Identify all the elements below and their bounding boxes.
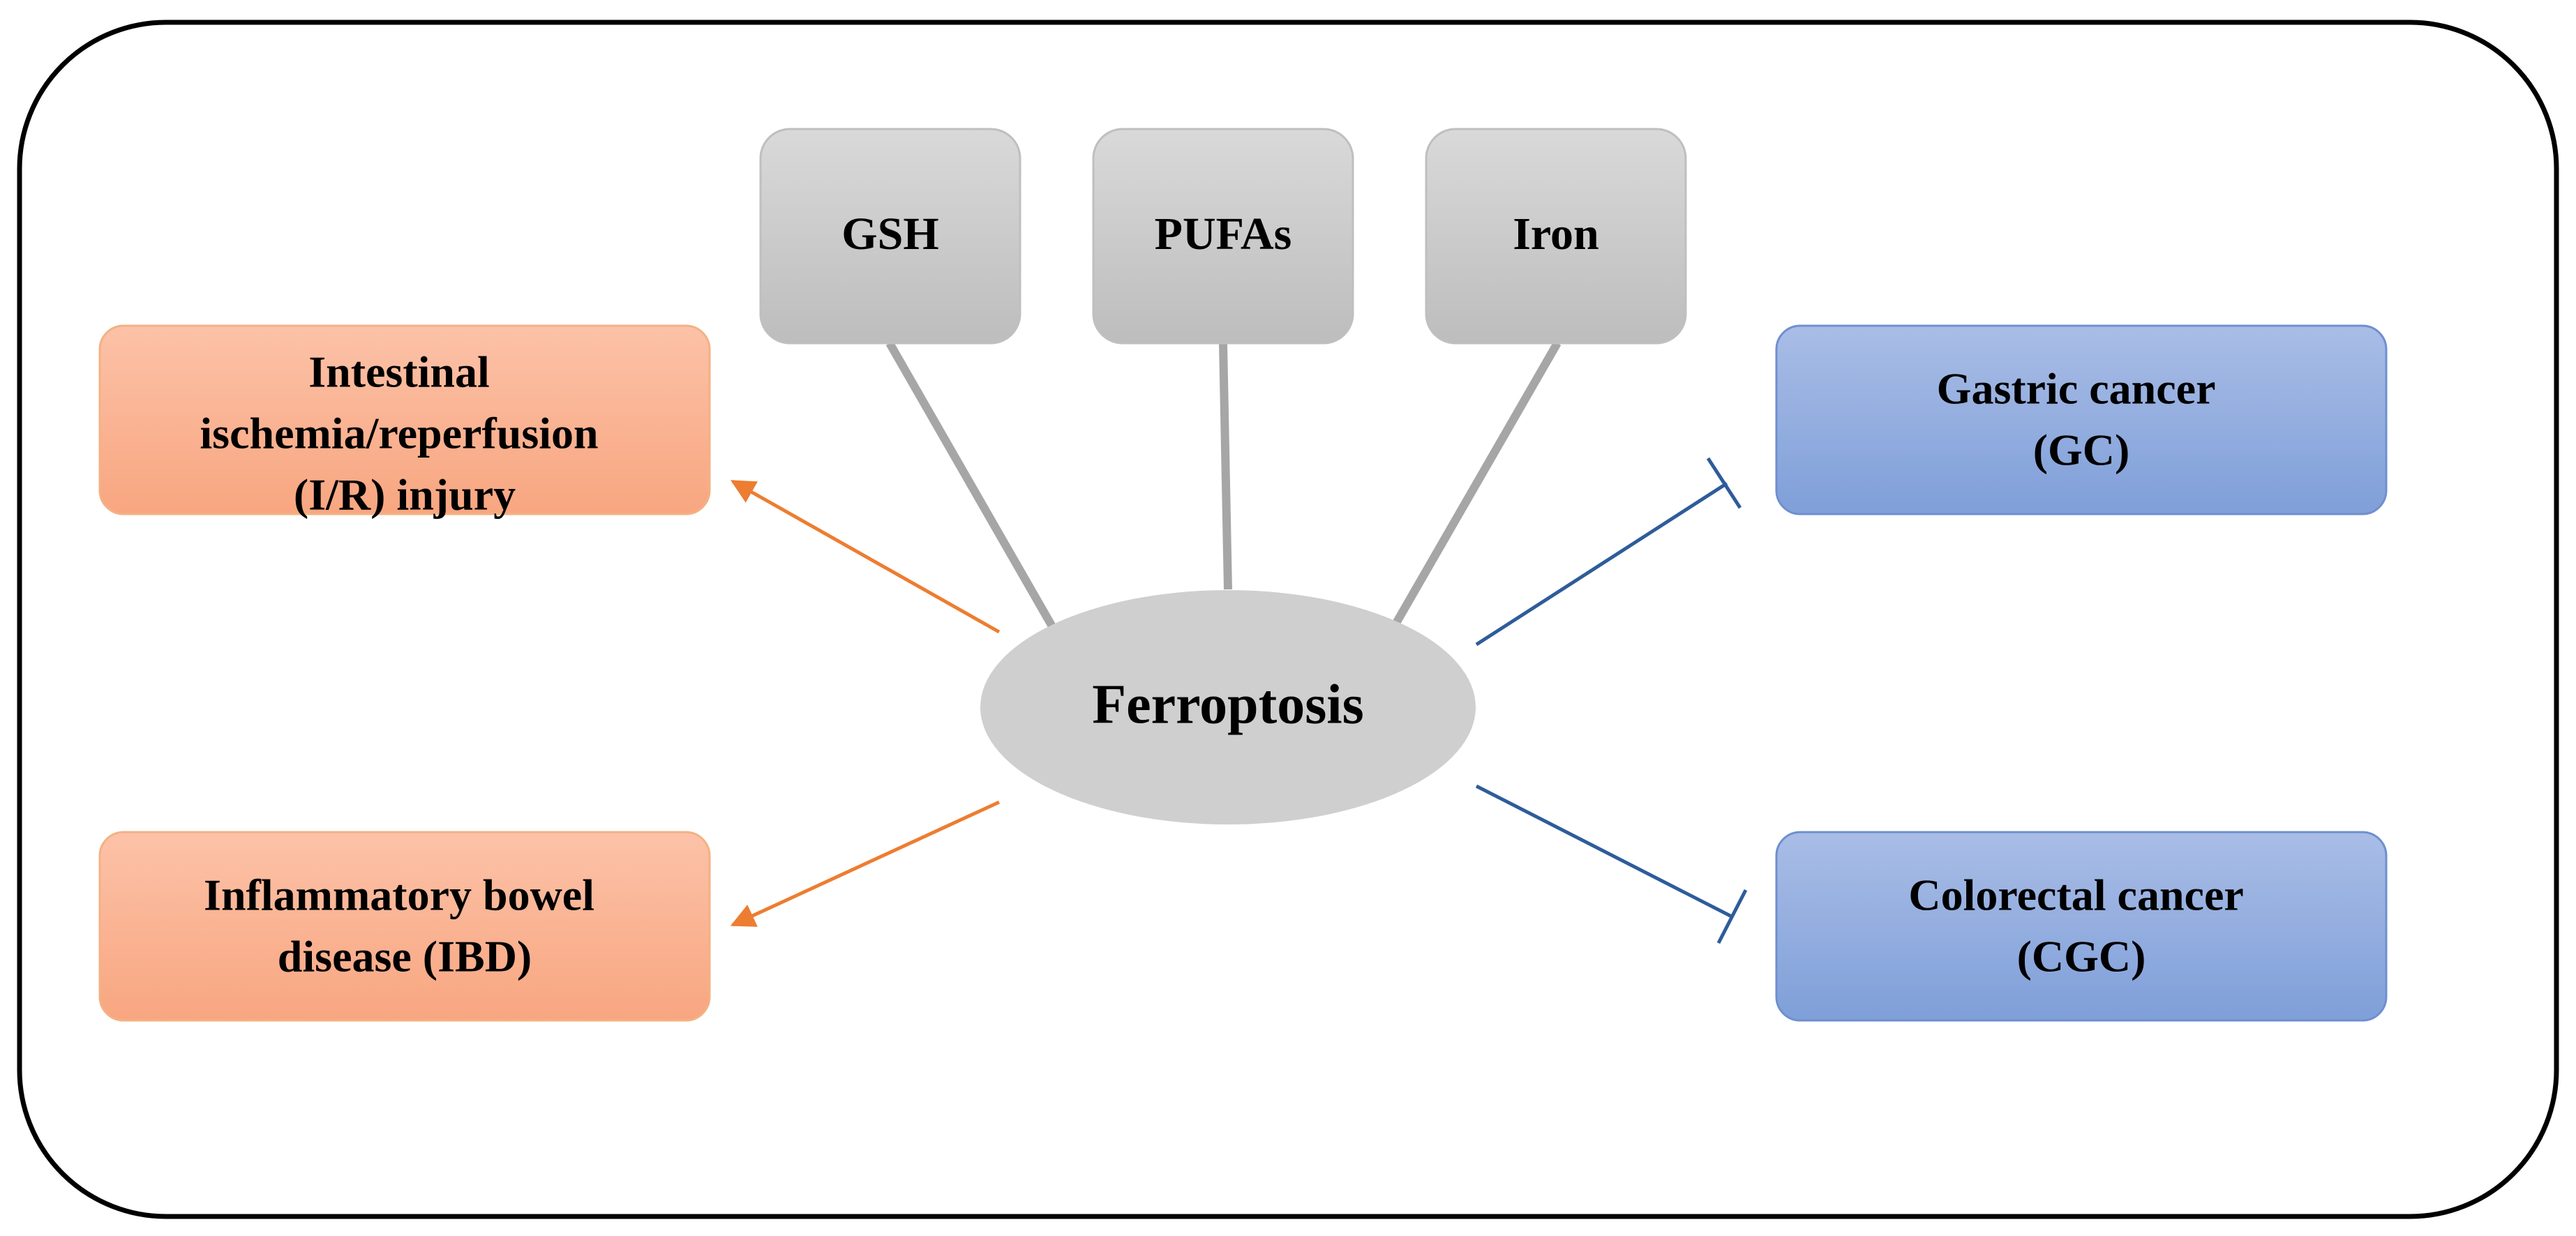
colorectal-cancer-line-1: Colorectal cancer bbox=[1908, 871, 2243, 920]
disease-gastric-cancer: Gastric cancer (GC) bbox=[1775, 324, 2388, 515]
inhibit-gastric-cancer bbox=[1475, 457, 1742, 647]
intestinal-ir-injury-line-3: (I/R) injury bbox=[294, 470, 516, 520]
gastric-cancer-line-1: Gastric cancer bbox=[1937, 364, 2215, 414]
ibd-line-1: Inflammatory bowel bbox=[204, 871, 594, 920]
svg-text:Gastric cancer (GC): Gastric cancer (GC) bbox=[1937, 354, 2226, 475]
disease-ibd: Inflammatory bowel disease (IBD) bbox=[98, 831, 711, 1022]
ferroptosis-node: Ferroptosis bbox=[980, 590, 1476, 824]
ferroptosis-label: Ferroptosis bbox=[1092, 674, 1364, 735]
arrow-to-ibd bbox=[730, 800, 1001, 927]
svg-text:Colorectal cancer (CGC): Colorectal cancer (CGC) bbox=[1908, 860, 2254, 981]
colorectal-cancer-line-2: (CGC) bbox=[2017, 932, 2146, 981]
factor-pufas: PUFAs bbox=[1092, 128, 1354, 345]
inhibit-colorectal-cancer bbox=[1475, 784, 1748, 944]
iron-connector bbox=[1391, 341, 1562, 626]
factor-iron-label: Iron bbox=[1513, 209, 1599, 259]
intestinal-ir-injury-line-2: ischemia/reperfusion bbox=[200, 409, 598, 458]
gastric-cancer-line-2: (GC) bbox=[2033, 425, 2130, 475]
ibd-line-2: disease (IBD) bbox=[278, 932, 532, 981]
factor-pufas-label: PUFAs bbox=[1155, 209, 1292, 259]
factor-gsh-label: GSH bbox=[841, 209, 938, 259]
gsh-connector bbox=[885, 341, 1056, 628]
intestinal-ir-injury-line-1: Intestinal bbox=[308, 347, 490, 397]
disease-intestinal-ir-injury: Intestinal ischemia/reperfusion (I/R) in… bbox=[98, 324, 711, 520]
svg-text:Intestinal ischemia/repe: Intestinal ischemia/reperfusion (I/R) in… bbox=[200, 337, 609, 520]
disease-colorectal-cancer: Colorectal cancer (CGC) bbox=[1775, 831, 2388, 1022]
pufas-connector bbox=[1219, 342, 1232, 590]
factor-iron: Iron bbox=[1425, 128, 1687, 345]
factor-gsh: GSH bbox=[759, 128, 1021, 345]
svg-text:Inflammatory bowel disea: Inflammatory bowel disease (IBD) bbox=[204, 860, 606, 981]
arrow-to-intestinal-ir-injury bbox=[730, 479, 1001, 634]
